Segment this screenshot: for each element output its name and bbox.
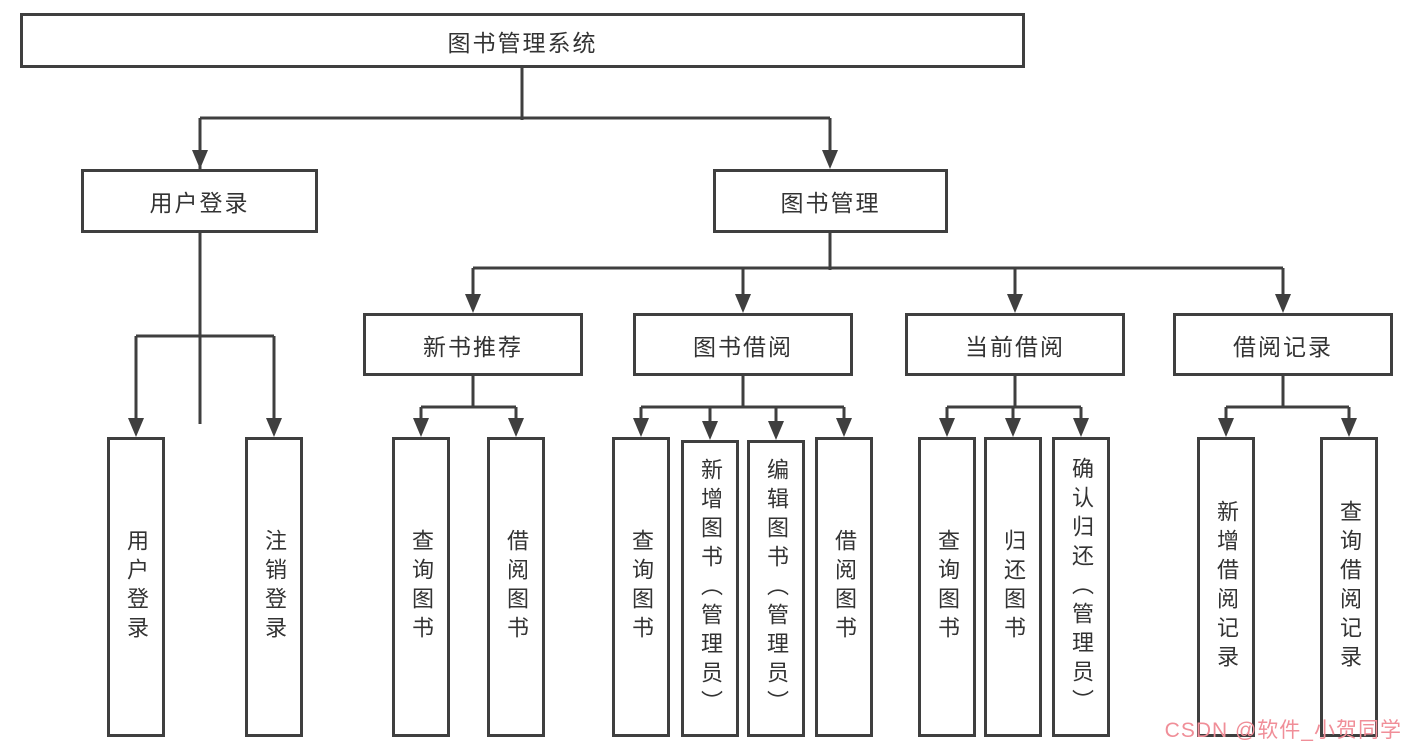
leaf-add-borrow-record-label: 新增借阅记录 xyxy=(1214,500,1239,674)
arrow-down-icon xyxy=(1073,418,1089,437)
arrow-down-icon xyxy=(1218,418,1234,437)
leaf-logout-label: 注销登录 xyxy=(262,529,287,645)
arrowheads xyxy=(128,150,1357,440)
leaf-query-borrow-record: 查询借阅记录 xyxy=(1320,437,1378,737)
leaf-user-login-label: 用户登录 xyxy=(124,529,149,645)
arrow-down-icon xyxy=(413,418,429,437)
leaf-borrow-query-book-label: 查询图书 xyxy=(629,529,654,645)
node-book-borrow: 图书借阅 xyxy=(633,313,853,376)
leaf-newbook-query-book-label: 查询图书 xyxy=(409,529,434,645)
leaf-add-book-admin-label: 新增图书（管理员） xyxy=(698,458,723,719)
node-book-management: 图书管理 xyxy=(713,169,948,233)
arrow-down-icon xyxy=(508,418,524,437)
node-borrow-records-label: 借阅记录 xyxy=(1233,333,1333,360)
leaf-newbook-borrow-book-label: 借阅图书 xyxy=(504,529,529,645)
leaf-current-query-book-label: 查询图书 xyxy=(935,529,960,645)
leaf-return-book: 归还图书 xyxy=(984,437,1042,737)
leaf-borrow-query-book: 查询图书 xyxy=(612,437,670,737)
node-user-login-label: 用户登录 xyxy=(149,190,250,216)
leaf-confirm-return-admin: 确认归还（管理员） xyxy=(1052,437,1110,737)
leaf-confirm-return-admin-label: 确认归还（管理员） xyxy=(1069,456,1094,718)
node-book-management-label: 图书管理 xyxy=(780,190,881,216)
leaf-edit-book-admin: 编辑图书（管理员） xyxy=(747,440,805,737)
arrow-down-icon xyxy=(822,150,838,169)
arrow-down-icon xyxy=(836,418,852,437)
node-new-book-recommend: 新书推荐 xyxy=(363,313,583,376)
node-root: 图书管理系统 xyxy=(20,13,1025,68)
arrow-down-icon xyxy=(128,418,144,437)
leaf-borrow-borrow-book-label: 借阅图书 xyxy=(832,529,857,645)
node-new-book-recommend-label: 新书推荐 xyxy=(423,333,523,360)
arrow-down-icon xyxy=(939,418,955,437)
arrow-down-icon xyxy=(266,418,282,437)
leaf-newbook-borrow-book: 借阅图书 xyxy=(487,437,545,737)
leaf-current-query-book: 查询图书 xyxy=(918,437,976,737)
leaf-add-book-admin: 新增图书（管理员） xyxy=(681,440,739,737)
node-book-borrow-label: 图书借阅 xyxy=(693,333,793,360)
arrow-down-icon xyxy=(1341,418,1357,437)
leaf-return-book-label: 归还图书 xyxy=(1001,529,1026,645)
node-root-label: 图书管理系统 xyxy=(447,29,598,56)
leaf-query-borrow-record-label: 查询借阅记录 xyxy=(1337,500,1362,674)
node-current-borrow-label: 当前借阅 xyxy=(965,333,1065,360)
leaf-newbook-query-book: 查询图书 xyxy=(392,437,450,737)
arrow-down-icon xyxy=(768,421,784,440)
leaf-user-login: 用户登录 xyxy=(107,437,165,737)
arrow-down-icon xyxy=(192,150,208,169)
node-borrow-records: 借阅记录 xyxy=(1173,313,1393,376)
leaf-logout: 注销登录 xyxy=(245,437,303,737)
node-current-borrow: 当前借阅 xyxy=(905,313,1125,376)
arrow-down-icon xyxy=(633,418,649,437)
leaf-add-borrow-record: 新增借阅记录 xyxy=(1197,437,1255,737)
node-user-login: 用户登录 xyxy=(81,169,318,233)
arrow-down-icon xyxy=(1275,294,1291,313)
arrow-down-icon xyxy=(1007,294,1023,313)
arrow-down-icon xyxy=(1005,418,1021,437)
leaf-borrow-borrow-book: 借阅图书 xyxy=(815,437,873,737)
tree-connector-path xyxy=(134,68,1351,424)
arrow-down-icon xyxy=(702,421,718,440)
leaf-edit-book-admin-label: 编辑图书（管理员） xyxy=(764,458,789,719)
arrow-down-icon xyxy=(735,294,751,313)
arrow-down-icon xyxy=(465,294,481,313)
